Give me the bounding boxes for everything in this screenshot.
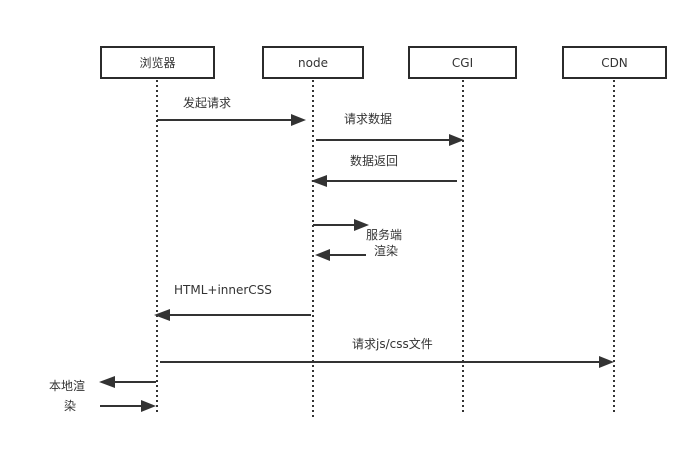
message-label: 发起请求 <box>183 95 231 110</box>
arrow-head-left <box>315 249 330 261</box>
actor-label: node <box>298 56 328 70</box>
actor-label: CDN <box>601 56 628 70</box>
arrow-head-right <box>291 114 306 126</box>
actor-box <box>562 46 667 79</box>
arrow-head-right <box>141 400 156 412</box>
actor-box <box>262 46 364 79</box>
arrow-head-left <box>311 175 327 187</box>
message-local-render: 本地渲 染 <box>49 376 156 413</box>
arrow-head-right <box>449 134 464 146</box>
message-server-render: 服务端 渲染 <box>313 219 402 261</box>
actor-label: CGI <box>452 56 473 70</box>
message-html-innercss: HTML+innerCSS <box>154 283 311 321</box>
message-label: 染 <box>64 398 76 413</box>
message-request-data: 请求数据 <box>316 111 464 146</box>
message-label: 数据返回 <box>350 153 398 168</box>
message-label: 服务端 <box>366 227 402 242</box>
actor-browser: 浏览器 <box>100 46 215 79</box>
actor-label: 浏览器 <box>139 55 175 70</box>
message-data-return: 数据返回 <box>311 153 457 187</box>
actor-box <box>100 46 215 79</box>
message-label: 请求数据 <box>344 111 392 126</box>
message-send-request: 发起请求 <box>157 95 306 126</box>
actor-box <box>408 46 517 79</box>
actor-cdn: CDN <box>562 46 667 79</box>
message-label: HTML+innerCSS <box>174 283 272 297</box>
message-label: 渲染 <box>374 243 398 258</box>
arrow-head-right <box>599 356 614 368</box>
actor-cgi: CGI <box>408 46 517 79</box>
arrow-head-right <box>354 219 369 231</box>
message-label: 本地渲 <box>49 378 85 393</box>
arrow-head-left <box>154 309 170 321</box>
arrow-head-left <box>99 376 115 388</box>
message-label: 请求js/css文件 <box>352 336 433 351</box>
message-request-static-files: 请求js/css文件 <box>160 336 614 368</box>
actor-node: node <box>262 46 364 79</box>
